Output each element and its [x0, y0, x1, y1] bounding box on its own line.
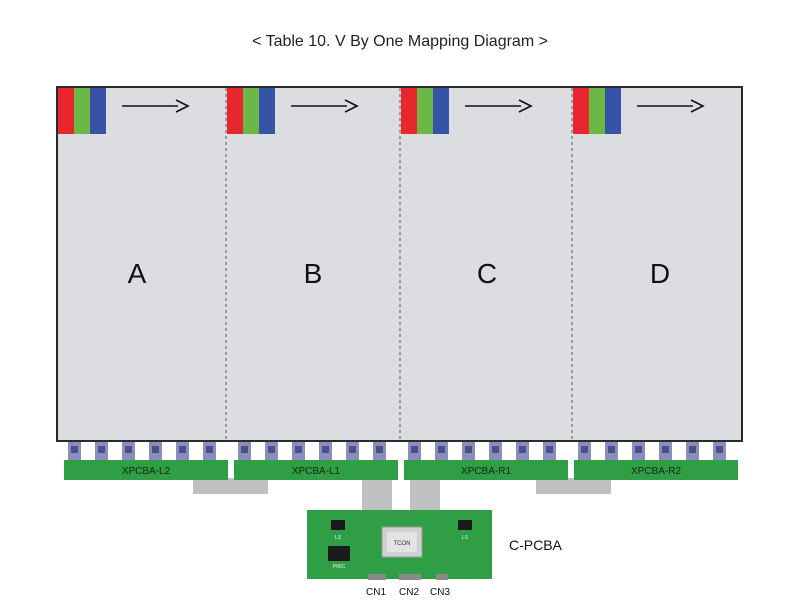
- source-tab-chip-20: [635, 446, 642, 453]
- xpcba-label-r2: XPCBA-R2: [631, 466, 681, 477]
- source-tab-chip-17: [546, 446, 553, 453]
- source-tab-chip-16: [519, 446, 526, 453]
- xpcba-label-r1: XPCBA-R1: [461, 466, 511, 477]
- ls-chip-left: [331, 520, 345, 530]
- section-letter-b: B: [304, 258, 323, 289]
- source-tab-chip-4: [179, 446, 186, 453]
- xpcba-label-l2: XPCBA-L2: [122, 466, 171, 477]
- section-letter-c: C: [477, 258, 497, 289]
- source-tab-chip-8: [295, 446, 302, 453]
- rgb-block-c-green: [417, 88, 433, 134]
- connector-label-cn1: CN1: [366, 587, 387, 598]
- source-tab-chip-2: [125, 446, 132, 453]
- source-tab-chip-15: [492, 446, 499, 453]
- source-tab-chip-18: [581, 446, 588, 453]
- scan-arrowhead-a: [175, 99, 190, 113]
- section-letter-a: A: [128, 258, 147, 289]
- source-tab-chip-22: [689, 446, 696, 453]
- connector-cn1: [368, 574, 386, 580]
- source-tab-chip-10: [349, 446, 356, 453]
- c-pcba: LS PMIC TCON LS: [307, 510, 492, 580]
- xpcba-boards: XPCBA-L2 XPCBA-L1 XPCBA-R1 XPCBA-R2: [64, 460, 738, 480]
- c-pcba-label: C-PCBA: [509, 537, 562, 553]
- section-letters: A B C D: [128, 258, 670, 289]
- source-tab-chip-1: [98, 446, 105, 453]
- source-tab-chip-19: [608, 446, 615, 453]
- source-tab-chip-21: [662, 446, 669, 453]
- tcon-chip-inner: [387, 532, 417, 552]
- xpcba-board-l1: [234, 460, 398, 480]
- source-tab-chip-23: [716, 446, 723, 453]
- rgb-scan-indicators: [58, 88, 705, 134]
- scan-arrowhead-c: [518, 99, 533, 113]
- diagram-title: < Table 10. V By One Mapping Diagram >: [252, 33, 548, 50]
- xpcba-label-l1: XPCBA-L1: [292, 466, 341, 477]
- xpcba-board-l2: [64, 460, 228, 480]
- source-tab-chip-7: [268, 446, 275, 453]
- rgb-block-d-red: [573, 88, 589, 134]
- pmic-chip-label: PMIC: [333, 564, 346, 570]
- source-tab-chip-9: [322, 446, 329, 453]
- connector-label-cn2: CN2: [399, 587, 420, 598]
- rgb-block-c-red: [401, 88, 417, 134]
- rgb-block-d-blue: [605, 88, 621, 134]
- connector-cn3: [436, 574, 448, 580]
- connector-label-cn3: CN3: [430, 587, 451, 598]
- source-tab-chip-3: [152, 446, 159, 453]
- section-dividers: [225, 88, 573, 440]
- tcon-chip-label: TCON: [394, 541, 411, 547]
- rgb-block-b-green: [243, 88, 259, 134]
- source-tab-chip-0: [71, 446, 78, 453]
- flex-cable-l2-l1: [193, 478, 268, 494]
- scan-arrowhead-b: [344, 99, 359, 113]
- connector-cn2: [399, 574, 421, 580]
- rgb-block-b-blue: [259, 88, 275, 134]
- source-tab-chip-11: [376, 446, 383, 453]
- rgb-block-c-blue: [433, 88, 449, 134]
- source-tab-chip-6: [241, 446, 248, 453]
- ls-chip-left-label: LS: [335, 535, 342, 541]
- rgb-block-a-green: [74, 88, 90, 134]
- ls-chip-right-label: LS: [462, 535, 469, 541]
- source-tab-chip-12: [411, 446, 418, 453]
- ls-chip-right: [458, 520, 472, 530]
- xpcba-board-r2: [574, 460, 738, 480]
- rgb-block-b-red: [227, 88, 243, 134]
- rgb-block-a-blue: [90, 88, 106, 134]
- source-tab-chip-5: [206, 446, 213, 453]
- source-tab-chip-14: [465, 446, 472, 453]
- section-letter-d: D: [650, 258, 670, 289]
- rgb-block-a-red: [58, 88, 74, 134]
- xpcba-board-r1: [404, 460, 568, 480]
- pmic-chip: [328, 546, 350, 561]
- source-tab-chip-13: [438, 446, 445, 453]
- source-driver-tabs: [68, 442, 726, 461]
- scan-arrowhead-d: [690, 99, 705, 113]
- flex-cable-r1-r2: [536, 478, 611, 494]
- rgb-block-d-green: [589, 88, 605, 134]
